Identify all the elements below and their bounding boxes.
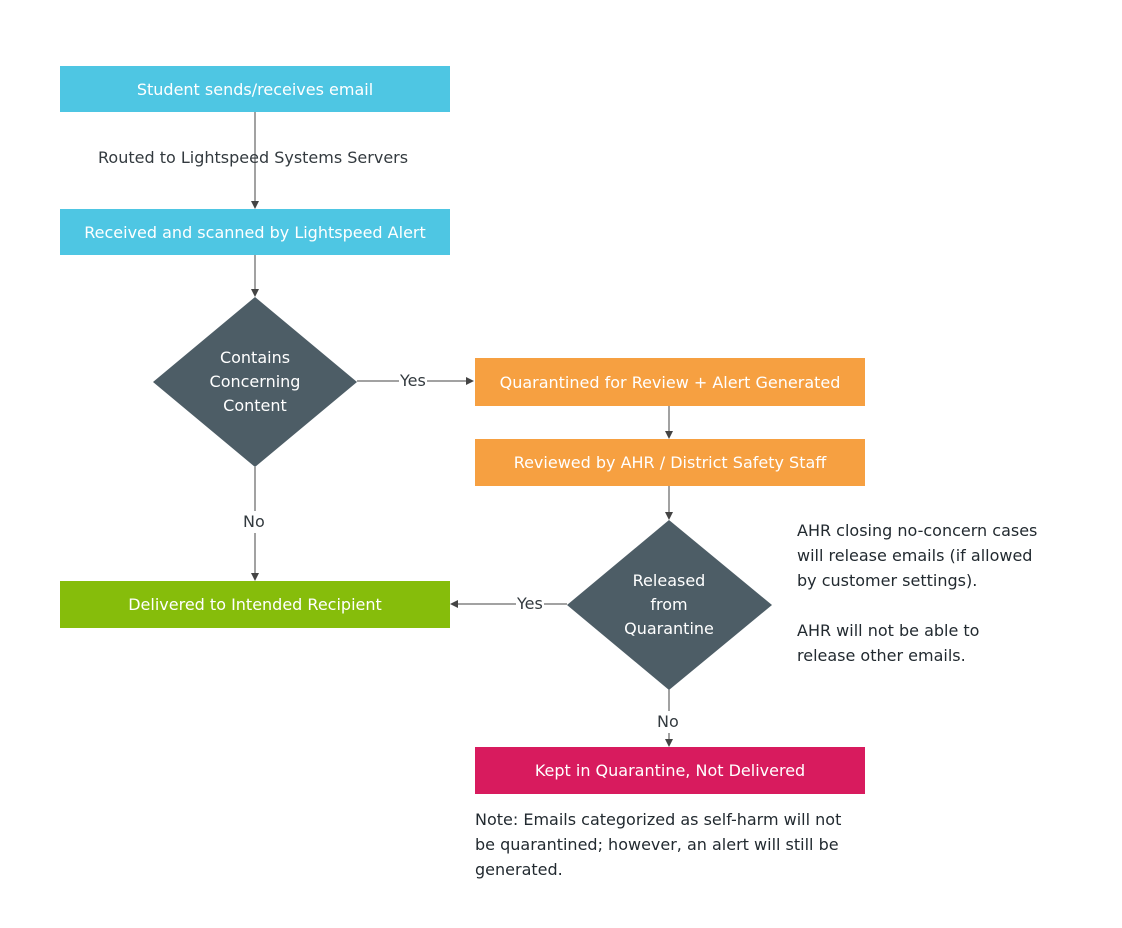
ahr-note: AHR closing no-concern cases will releas… (797, 518, 1097, 668)
ahr-note-line-3: by customer settings). (797, 571, 978, 590)
student-node: Student sends/receives email (60, 66, 450, 112)
selfharm-note: Note: Emails categorized as self-harm wi… (475, 807, 895, 882)
ahr-note-line-5: release other emails. (797, 646, 966, 665)
contains-line-1: Contains (219, 348, 291, 367)
no-concerning-label: No (243, 511, 265, 533)
delivered-node: Delivered to Intended Recipient (60, 581, 450, 628)
released-line-3: Quarantine (624, 619, 714, 638)
selfharm-note-line-1: Note: Emails categorized as self-harm wi… (475, 810, 842, 829)
yes-released-label: Yes (516, 594, 544, 614)
released-line-1: Released (632, 571, 706, 590)
contains-line-3: Content (223, 396, 287, 415)
ahr-note-line-4: AHR will not be able to (797, 621, 980, 640)
reviewed-node: Reviewed by AHR / District Safety Staff (475, 439, 865, 486)
ahr-note-line-2: will release emails (if allowed (797, 546, 1033, 565)
selfharm-note-line-2: be quarantined; however, an alert will s… (475, 835, 839, 854)
contains-diamond (153, 297, 357, 467)
released-label: Released from Quarantine (589, 563, 749, 647)
contains-label: Contains Concerning Content (175, 340, 335, 424)
no-released-label: No (657, 711, 679, 733)
yes-concerning-label: Yes (399, 371, 427, 391)
quarantined-node: Quarantined for Review + Alert Generated (475, 358, 865, 406)
received-node: Received and scanned by Lightspeed Alert (60, 209, 450, 255)
kept-node: Kept in Quarantine, Not Delivered (475, 747, 865, 794)
ahr-note-line-1: AHR closing no-concern cases (797, 521, 1038, 540)
contains-line-2: Concerning (209, 372, 301, 391)
released-diamond (567, 520, 772, 690)
selfharm-note-line-3: generated. (475, 860, 563, 879)
released-line-2: from (650, 595, 688, 614)
routed-label: Routed to Lightspeed Systems Servers (98, 148, 409, 167)
